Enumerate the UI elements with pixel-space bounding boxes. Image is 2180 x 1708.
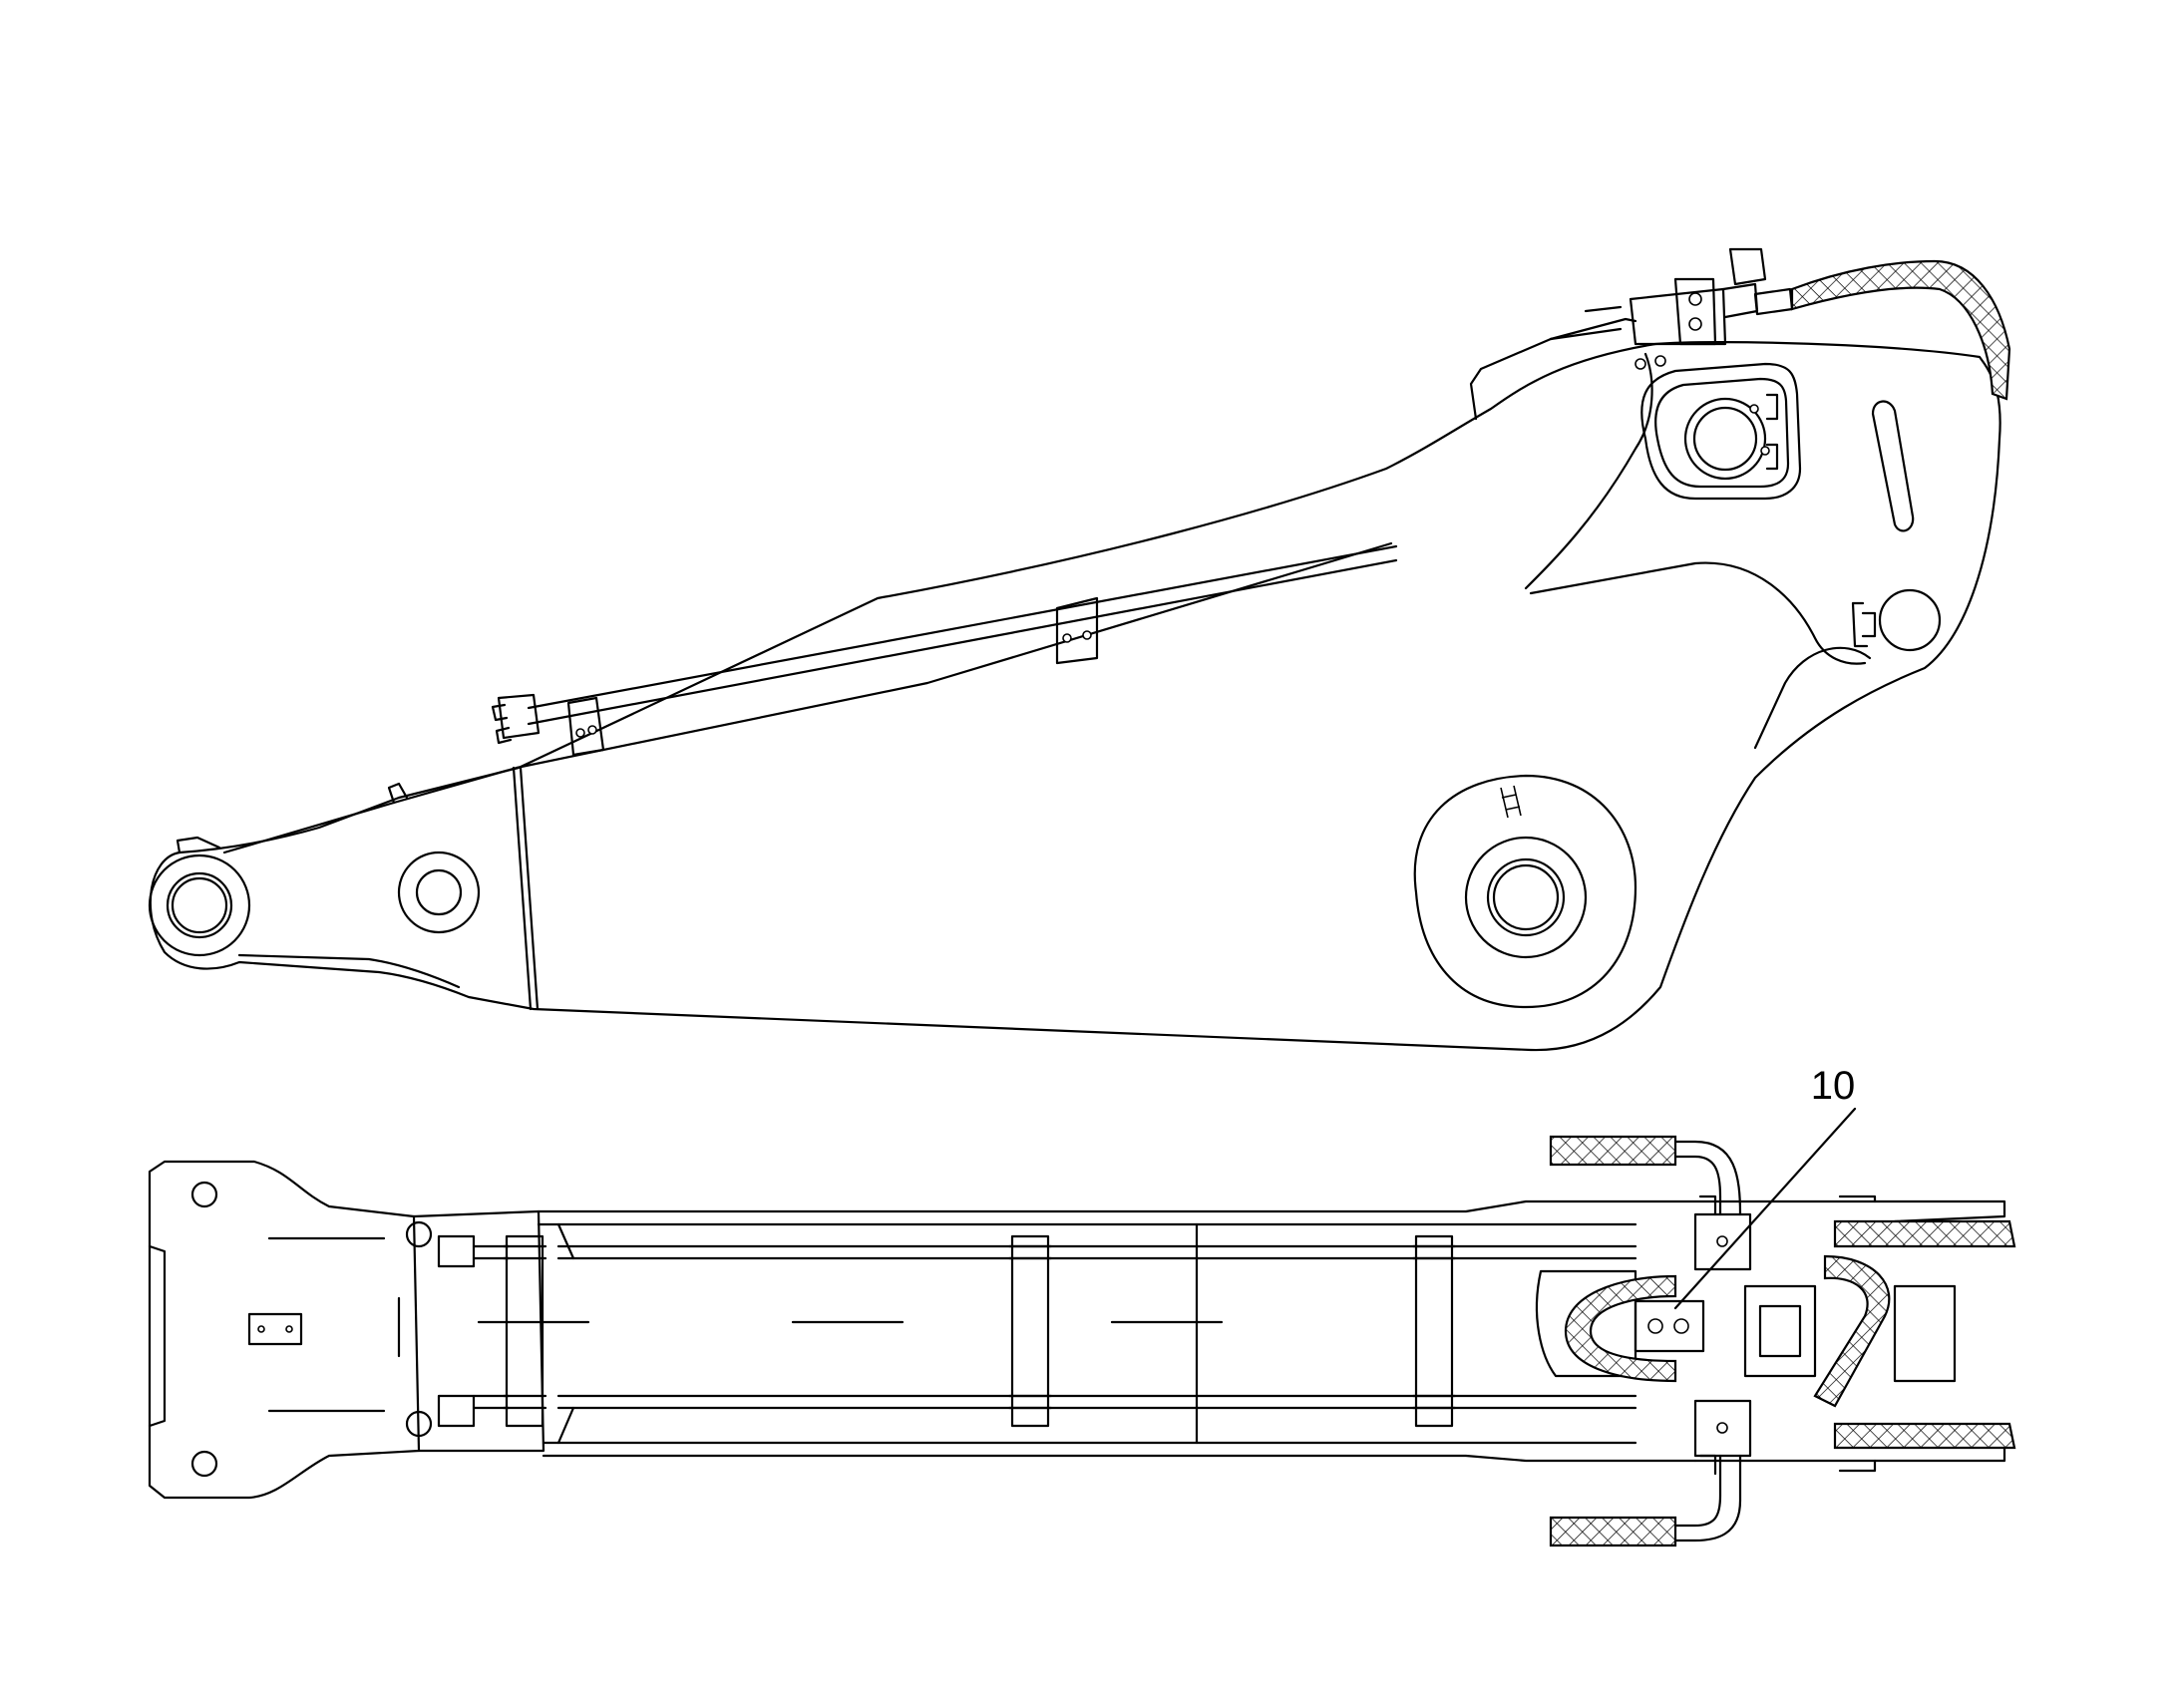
boom-top-view [148, 1135, 2016, 1547]
hose-right-lower [1833, 1422, 2016, 1450]
callout-label: 10 [1811, 1064, 1856, 1108]
valve-block-upper [1693, 1212, 1752, 1271]
v-hose-top [1813, 1254, 1891, 1408]
boom-body-top [537, 1199, 2006, 1223]
pipe-upper [1673, 1155, 1722, 1216]
u-hose-top [1564, 1274, 1677, 1383]
flexible-hose-side [1790, 259, 2011, 401]
hydraulic-tube-side [527, 544, 1398, 710]
boom-foot-boss [1413, 774, 1637, 1009]
valve-block-lower [1693, 1399, 1752, 1458]
boom-foot-top [148, 1160, 421, 1500]
boom-head-slot [1871, 400, 1915, 532]
tube-clamps-top [502, 1234, 1457, 1428]
valve-block-side [1629, 287, 1727, 346]
hose-top-left [1549, 1135, 1677, 1167]
hose-right-upper [1833, 1219, 2016, 1248]
pivot-pin-left [148, 854, 251, 957]
callout-leader [1673, 1107, 1857, 1310]
boom-side-outline [149, 340, 2001, 1052]
boom-hole [397, 851, 481, 934]
hose-bottom-left [1549, 1516, 1677, 1547]
boom-side-view [148, 247, 2011, 1052]
callout-10: 10 [1673, 1064, 1857, 1310]
pipe-lower [1673, 1454, 1722, 1528]
boom-head-pin [1640, 362, 1802, 501]
